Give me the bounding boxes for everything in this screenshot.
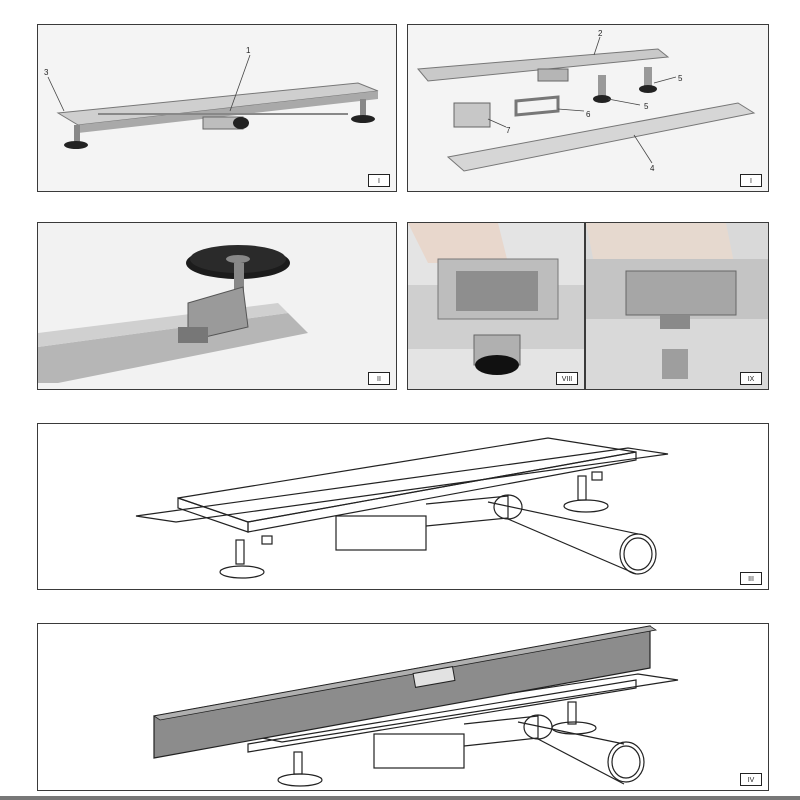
photo-panel-siphon: IX [585, 222, 769, 390]
figure-numeral: I [368, 174, 390, 187]
callout-4: 4 [650, 164, 655, 173]
figure-numeral: III [740, 572, 762, 585]
photo-panel-grate-install: VIII [407, 222, 585, 390]
figure-numeral: IX [740, 372, 762, 385]
callout-1: 1 [246, 46, 251, 55]
page-bottom-rule [0, 796, 800, 800]
drawing-panel-channel: III [37, 423, 769, 590]
figure-numeral: II [368, 372, 390, 385]
callout-7: 7 [506, 126, 511, 135]
photo-panel-assembled-drain: 1 3 I [37, 24, 397, 192]
figure-numeral: I [740, 174, 762, 187]
leveling-foot-photo [38, 245, 308, 383]
callout-3: 3 [44, 68, 49, 77]
figure-numeral: IV [740, 773, 762, 786]
callout-5a: 5 [678, 74, 683, 83]
callout-5b: 5 [644, 102, 649, 111]
callout-2: 2 [598, 29, 603, 38]
channel-line-drawing [135, 437, 669, 579]
siphon-photo [586, 223, 768, 379]
photo-panel-parts: 2 5 5 7 6 4 I [407, 24, 769, 192]
drawing-panel-tile-insert: IV [37, 623, 769, 791]
grate-install-photo [408, 223, 584, 375]
photo-panel-leveling-foot: II [37, 222, 397, 390]
parts-photo: 2 5 5 7 6 4 [417, 29, 756, 173]
assembled-drain-photo: 1 3 [44, 46, 379, 149]
figure-numeral: VIII [556, 372, 578, 385]
tile-insert-line-drawing [152, 625, 679, 787]
callout-6: 6 [586, 110, 591, 119]
